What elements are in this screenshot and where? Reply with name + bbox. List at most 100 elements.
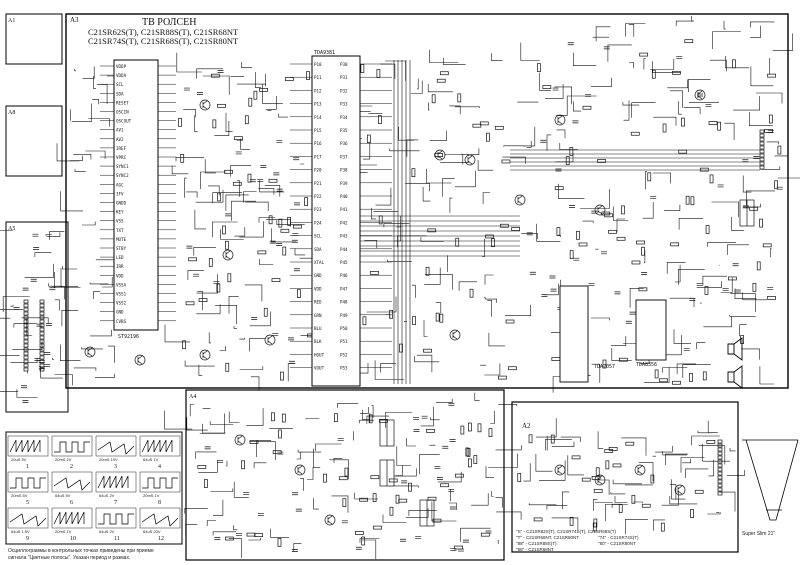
pin-label: STBY [116, 246, 127, 251]
connector-pin [759, 165, 765, 170]
capacitor-icon [442, 445, 449, 449]
wire [594, 502, 613, 503]
waveform-number: 11 [114, 536, 120, 542]
wire [488, 453, 518, 468]
wire [430, 417, 440, 421]
wire [750, 66, 774, 87]
wire [258, 188, 275, 195]
wire [669, 484, 677, 500]
resistor-icon [659, 378, 668, 383]
wire [228, 296, 239, 314]
capacitor-icon [196, 92, 203, 95]
wire [215, 305, 237, 324]
transistor-icon [514, 194, 526, 206]
wire [353, 431, 355, 441]
wire [502, 156, 526, 164]
pin-label: P44 [340, 247, 348, 252]
connector-pin [759, 157, 765, 162]
connector-pin [717, 439, 723, 444]
legend-row-5: "80" - C21SR80NT [598, 541, 636, 546]
wire [212, 531, 237, 536]
connector-pin [23, 351, 29, 356]
wire [187, 270, 204, 280]
capacitor-icon [734, 289, 741, 293]
waveform-cell [139, 435, 181, 457]
resistor-icon [370, 271, 379, 275]
wire [435, 302, 442, 314]
pin-label: VDDA [116, 73, 127, 78]
wire [644, 367, 670, 383]
wire [536, 223, 561, 242]
wire [364, 240, 378, 249]
pin-label: P24 [314, 220, 322, 225]
resistor-icon [370, 475, 380, 480]
capacitor-icon [273, 172, 280, 176]
wire [729, 314, 756, 317]
wire [82, 66, 95, 79]
wire [485, 466, 494, 478]
wire [746, 190, 776, 206]
resistor-icon [604, 449, 614, 453]
connector-pin [23, 343, 29, 348]
wire [212, 221, 238, 238]
wire [89, 282, 109, 285]
resistor-icon [455, 473, 464, 478]
pin-label: P32 [340, 88, 348, 93]
connector-pin [23, 367, 29, 372]
wire [582, 220, 594, 223]
resistor-icon [431, 94, 436, 104]
wire [724, 122, 735, 140]
capacitor-icon [260, 165, 267, 168]
wire [293, 543, 302, 552]
wire [71, 103, 92, 122]
waveform-caption: 64uS 2V [99, 493, 115, 498]
wire [406, 139, 419, 157]
wire [184, 360, 215, 367]
wire [555, 100, 568, 116]
resistor-icon [618, 504, 623, 513]
wire [669, 297, 695, 307]
resistor-icon [542, 85, 552, 89]
wire [750, 25, 761, 38]
wire [385, 60, 406, 81]
resistor-icon [467, 422, 472, 432]
wire [645, 171, 648, 190]
resistor-icon [427, 228, 437, 233]
waveform-caption: 20mS 2V [55, 457, 72, 462]
connector-pin [717, 483, 723, 488]
pin-label: VSSA [116, 282, 127, 287]
wire [756, 92, 783, 104]
pin-label: RESET [116, 100, 129, 105]
waveform-caption: 64uS 1.5V [11, 529, 30, 534]
wire [294, 248, 305, 256]
resistor-icon [253, 90, 258, 100]
wire [691, 15, 693, 22]
resistor-icon [569, 516, 574, 526]
wire [392, 485, 419, 488]
wire [12, 341, 43, 350]
transistor-icon [464, 154, 476, 166]
wire [642, 202, 654, 219]
capacitor-icon [401, 480, 408, 484]
wire [689, 101, 719, 103]
wire [258, 217, 276, 223]
supply-ic-label: TDA8356 [636, 362, 657, 368]
capacitor-icon [767, 130, 774, 133]
capacitor-icon [650, 195, 657, 199]
wire [471, 493, 489, 506]
resistor-icon [517, 473, 522, 482]
wire [219, 346, 226, 351]
wire [424, 267, 441, 285]
wire [559, 142, 578, 150]
capacitor-icon [355, 546, 362, 550]
resistor-icon [708, 121, 718, 125]
transistor-icon [434, 149, 446, 161]
wire [360, 363, 369, 374]
resistor-icon [460, 425, 465, 435]
central-ic-body [311, 55, 361, 387]
title-line-1: ТВ РОЛСЕН [142, 17, 196, 28]
waveform-trace [54, 441, 90, 453]
wire [655, 445, 673, 453]
pin-label: TXT [116, 228, 124, 233]
wire [546, 435, 548, 451]
